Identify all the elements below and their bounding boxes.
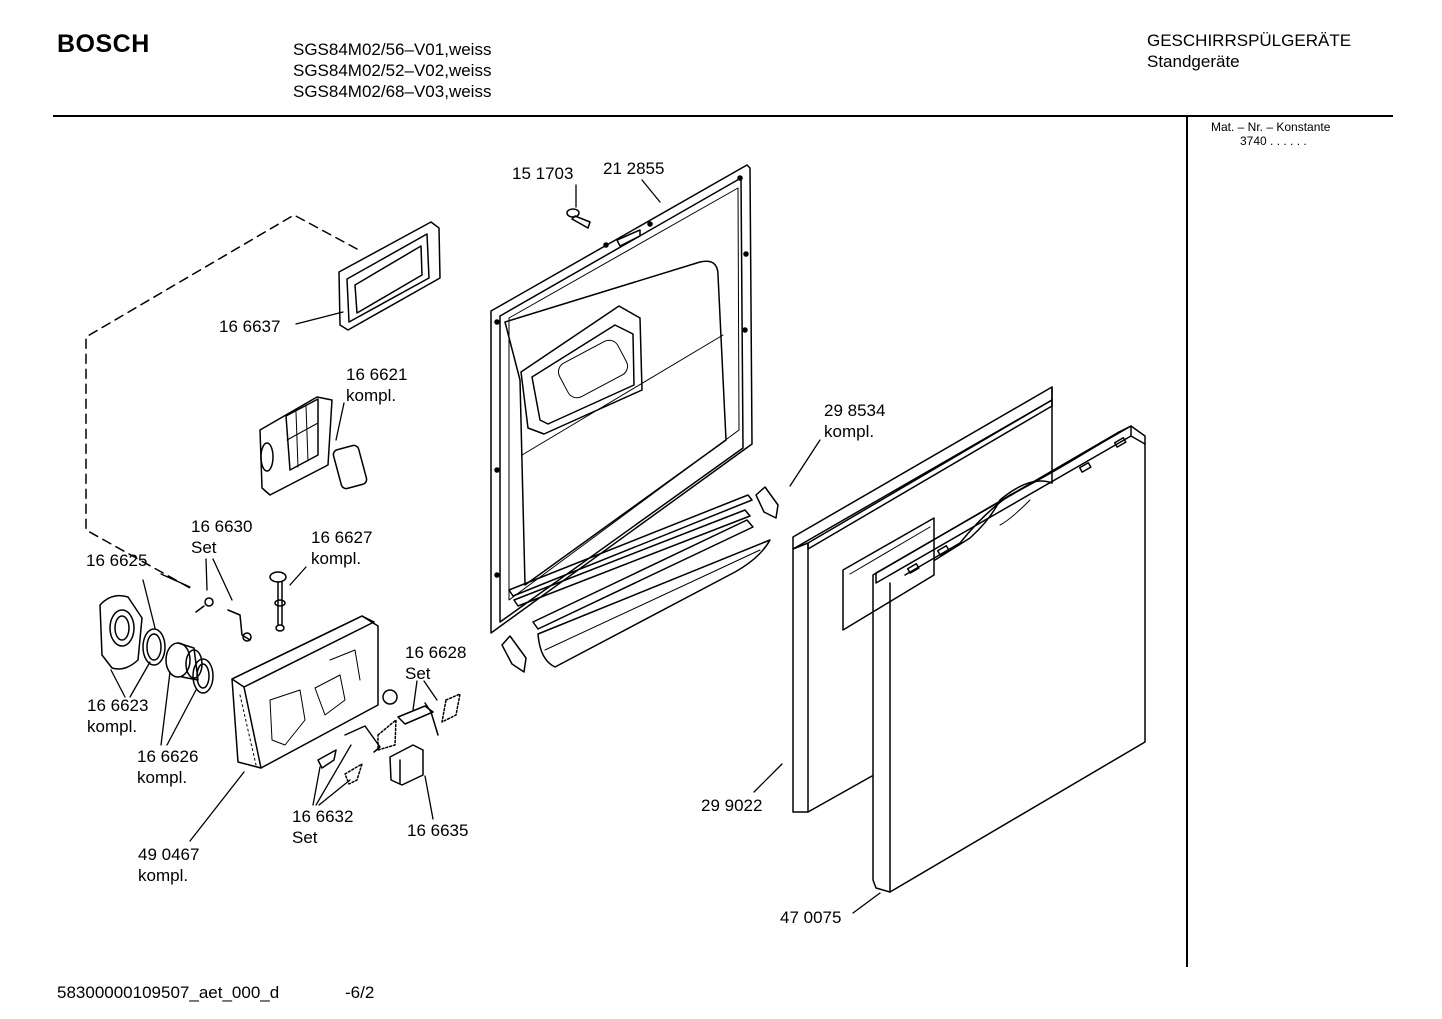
- model-line: SGS84M02/68–V03,weiss: [293, 82, 492, 101]
- part-label: 29 9022: [701, 796, 763, 815]
- part-label: 15 1703: [512, 164, 574, 183]
- front-decor-panel: [872, 425, 1146, 893]
- dispenser-cover: [259, 396, 368, 496]
- window-frame: [338, 221, 441, 331]
- part-label: 16 6625: [86, 551, 148, 570]
- hinge-clip: [501, 486, 779, 673]
- leader-lines: [110, 179, 881, 914]
- screw: [566, 208, 591, 229]
- material-constant-value: 3740 . . . . . .: [1240, 134, 1307, 148]
- spring-set: [195, 597, 252, 642]
- part-label: 16 6635: [407, 821, 469, 840]
- outer-door-panel: [792, 386, 1053, 813]
- rinse-aid-knob: [165, 642, 203, 681]
- side-divider: [1186, 117, 1188, 967]
- sensor: [389, 744, 424, 786]
- header-divider: [53, 115, 1393, 117]
- material-constant-heading: Mat. – Nr. – Konstante: [1211, 120, 1331, 134]
- part-label: 47 0075: [780, 908, 842, 927]
- category-title: GESCHIRRSPÜLGERÄTE: [1147, 31, 1352, 50]
- assembly-dashed-line: [85, 214, 358, 589]
- category: GESCHIRRSPÜLGERÄTE Standgeräte: [1147, 30, 1351, 72]
- door-seal-strip: [508, 494, 771, 668]
- part-label: 21 2855: [603, 159, 665, 178]
- model-line: SGS84M02/52–V02,weiss: [293, 61, 492, 80]
- brand-logo: BOSCH: [57, 30, 150, 58]
- part-label: 16 6637: [219, 317, 281, 336]
- dispenser-body: [231, 615, 379, 769]
- seal-ring: [142, 628, 214, 694]
- lever-set: [317, 719, 397, 785]
- model-line: SGS84M02/56–V01,weiss: [293, 40, 492, 59]
- float-pin: [269, 571, 287, 632]
- page-number: -6/2: [345, 983, 375, 1002]
- rinse-pump-set: [382, 689, 461, 736]
- category-subtitle: Standgeräte: [1147, 52, 1240, 71]
- document-id: 58300000109507_aet_000_d: [57, 983, 280, 1002]
- model-list: SGS84M02/56–V01,weiss SGS84M02/52–V02,we…: [293, 39, 491, 102]
- dispenser-cap: [99, 594, 143, 670]
- material-constant: Mat. – Nr. – Konstante 3740 . . . . . .: [1211, 120, 1330, 148]
- inner-door-panel: [490, 164, 753, 634]
